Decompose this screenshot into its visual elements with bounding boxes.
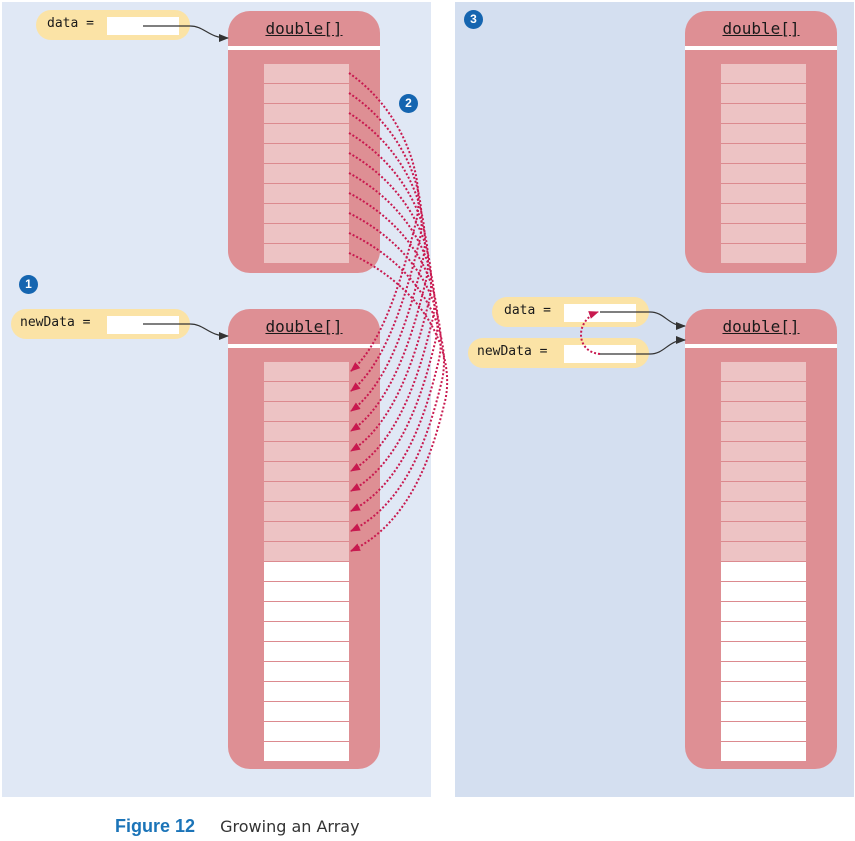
array-cell-filled xyxy=(721,502,806,522)
figure-caption: Figure 12 Growing an Array xyxy=(115,816,360,837)
array-cell-filled xyxy=(264,124,349,144)
variable-data-step3: data = xyxy=(492,297,649,327)
variable-newData: newData = xyxy=(11,309,190,339)
array-cell-filled xyxy=(721,482,806,502)
array-cell-filled xyxy=(264,482,349,502)
array-cell-empty xyxy=(721,602,806,622)
variable-data: data = xyxy=(36,10,190,40)
array-cell-filled xyxy=(264,184,349,204)
array-cell-filled xyxy=(264,422,349,442)
array-cell-empty xyxy=(721,622,806,642)
variable-data-value xyxy=(564,304,636,322)
array-type-label: double[] xyxy=(265,317,343,336)
array-cell-filled xyxy=(264,402,349,422)
array-cell-filled xyxy=(721,422,806,442)
array-cell-filled xyxy=(721,542,806,562)
step-badge-1: 1 xyxy=(19,275,38,294)
array-cell-filled xyxy=(264,164,349,184)
array-cell-filled xyxy=(721,104,806,124)
array-cell-filled xyxy=(264,204,349,224)
array-cell-filled xyxy=(721,462,806,482)
array-cell-filled xyxy=(721,184,806,204)
variable-newData-value xyxy=(107,316,179,334)
variable-data-label: data = xyxy=(47,16,94,31)
array-cell-empty xyxy=(264,642,349,662)
old-array-cells xyxy=(264,64,349,263)
array-cell-filled xyxy=(264,442,349,462)
new-array-final: double[] xyxy=(685,309,837,769)
array-header-divider xyxy=(685,46,837,50)
array-cell-filled xyxy=(264,542,349,562)
array-cell-empty xyxy=(264,702,349,722)
variable-data-label: data = xyxy=(504,303,551,318)
figure-number: Figure 12 xyxy=(115,816,196,836)
variable-newData-step3: newData = xyxy=(468,338,649,368)
variable-data-value xyxy=(107,17,179,35)
array-cell-filled xyxy=(721,204,806,224)
variable-newData-label: newData = xyxy=(477,344,548,359)
array-cell-filled xyxy=(721,144,806,164)
array-cell-filled xyxy=(264,144,349,164)
array-cell-empty xyxy=(264,682,349,702)
array-cell-filled xyxy=(264,84,349,104)
array-cell-filled xyxy=(264,522,349,542)
array-header-divider xyxy=(685,344,837,348)
array-cell-filled xyxy=(721,442,806,462)
array-cell-empty xyxy=(264,722,349,742)
array-cell-filled xyxy=(721,224,806,244)
array-cell-filled xyxy=(721,64,806,84)
array-header-divider xyxy=(228,46,380,50)
array-cell-filled xyxy=(264,502,349,522)
new-array: double[] xyxy=(228,309,380,769)
array-cell-filled xyxy=(721,124,806,144)
array-cell-empty xyxy=(721,742,806,761)
array-cell-empty xyxy=(264,622,349,642)
array-type-label: double[] xyxy=(722,317,800,336)
array-cell-empty xyxy=(264,562,349,582)
array-cell-filled xyxy=(264,64,349,84)
figure-title: Growing an Array xyxy=(220,817,360,836)
new-array-cells xyxy=(721,362,806,761)
step-badge-2: 2 xyxy=(399,94,418,113)
array-cell-empty xyxy=(264,582,349,602)
array-cell-filled xyxy=(721,244,806,263)
array-cell-filled xyxy=(264,462,349,482)
array-cell-empty xyxy=(264,602,349,622)
array-cell-empty xyxy=(264,662,349,682)
new-array-cells xyxy=(264,362,349,761)
array-cell-empty xyxy=(721,682,806,702)
array-cell-filled xyxy=(264,244,349,263)
array-cell-empty xyxy=(264,742,349,761)
array-cell-filled xyxy=(721,402,806,422)
array-cell-empty xyxy=(721,702,806,722)
array-cell-filled xyxy=(264,362,349,382)
array-cell-filled xyxy=(264,224,349,244)
array-cell-filled xyxy=(264,382,349,402)
variable-newData-value xyxy=(564,345,636,363)
array-cell-empty xyxy=(721,642,806,662)
array-cell-empty xyxy=(721,722,806,742)
array-cell-filled xyxy=(721,362,806,382)
array-header-divider xyxy=(228,344,380,348)
variable-newData-label: newData = xyxy=(20,315,91,330)
array-cell-empty xyxy=(721,582,806,602)
array-cell-filled xyxy=(721,522,806,542)
array-cell-filled xyxy=(721,84,806,104)
array-type-label: double[] xyxy=(265,19,343,38)
array-cell-empty xyxy=(721,562,806,582)
array-cell-filled xyxy=(264,104,349,124)
step-badge-3: 3 xyxy=(464,10,483,29)
array-cell-filled xyxy=(721,382,806,402)
old-array-orphaned: double[] xyxy=(685,11,837,273)
array-cell-filled xyxy=(721,164,806,184)
old-array-cells xyxy=(721,64,806,263)
array-type-label: double[] xyxy=(722,19,800,38)
array-cell-empty xyxy=(721,662,806,682)
old-array: double[] xyxy=(228,11,380,273)
